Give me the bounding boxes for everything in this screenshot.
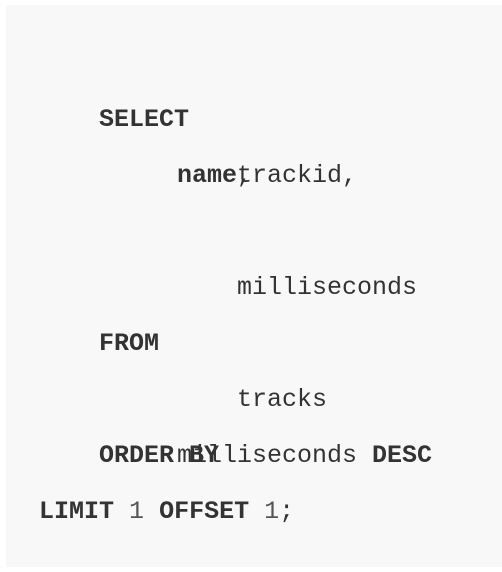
offset-value: 1: [264, 497, 280, 526]
semicolon: ;: [279, 497, 295, 526]
code-line-from: FROM: [39, 260, 159, 358]
code-line-milliseconds: milliseconds: [177, 204, 417, 302]
keyword-offset: OFFSET: [159, 497, 250, 526]
column-trackid: trackid,: [237, 161, 358, 190]
keyword-from: FROM: [99, 329, 160, 358]
column-milliseconds: milliseconds: [237, 273, 418, 302]
comma: ,: [237, 161, 253, 190]
keyword-select: SELECT: [99, 105, 190, 134]
limit-value: 1: [129, 497, 145, 526]
keyword-order-by: ORDER BY: [99, 441, 220, 470]
keyword-desc: DESC: [372, 441, 433, 470]
code-line-order-by: ORDER BY: [39, 372, 219, 470]
code-line-tracks: tracks: [177, 316, 327, 414]
code-line-name: name,: [177, 148, 252, 204]
code-line-limit-offset: LIMIT 1 OFFSET 1;: [39, 484, 294, 540]
keyword-limit: LIMIT: [39, 497, 115, 526]
order-column: milliseconds: [177, 441, 373, 470]
sql-code-block: SELECT trackid, name, milliseconds FROM …: [6, 5, 502, 567]
keyword-name: name: [177, 161, 238, 190]
code-line-trackid: trackid,: [177, 92, 357, 190]
code-line-select: SELECT: [39, 36, 189, 134]
table-tracks: tracks: [237, 385, 328, 414]
code-line-milliseconds-desc: milliseconds DESC: [177, 428, 432, 484]
